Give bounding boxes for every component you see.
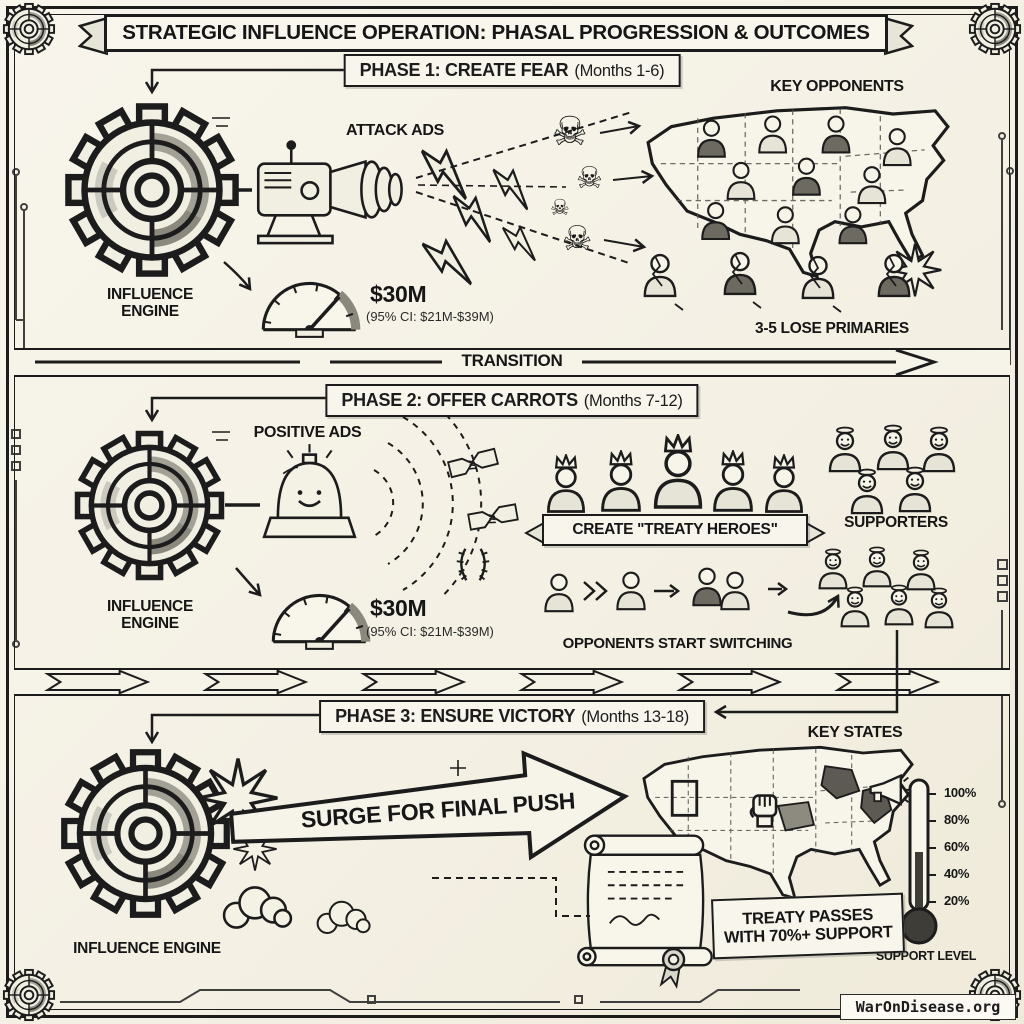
positive-ads-beacon-icon: [262, 444, 357, 539]
page-title: STRATEGIC INFLUENCE OPERATION: PHASAL PR…: [122, 20, 870, 44]
heroes-banner-tail-left: [524, 522, 544, 544]
influence-engine-label: INFLUENCE ENGINE: [107, 286, 193, 321]
losing-opponents-figures: [643, 242, 943, 313]
create-treaty-heroes-label: CREATE "TREATY HEROES": [572, 521, 778, 539]
transition-chevron-icon: [204, 670, 307, 694]
phase3-months: (Months 13-18): [581, 708, 689, 726]
scale-60: 60%: [944, 839, 970, 854]
lightning-bolt-icon: [496, 219, 547, 262]
skull-icon: ☠: [562, 219, 593, 259]
positive-ads-label: POSITIVE ADS: [253, 424, 362, 441]
phase3-header: PHASE 3: ENSURE VICTORY (Months 13-18): [319, 700, 705, 733]
create-treaty-heroes-banner: CREATE "TREATY HEROES": [542, 514, 808, 546]
support-thermometer-icon: [900, 778, 938, 945]
treaty-heroes-figures: [547, 434, 803, 513]
attack-ads-projector-icon: [256, 140, 403, 245]
transition-label: TRANSITION: [442, 351, 582, 371]
key-states-label: KEY STATES: [807, 724, 903, 741]
scale-80: 80%: [944, 812, 970, 827]
title-ribbon-tail-left: [78, 16, 108, 56]
lose-primaries-label: 3-5 LOSE PRIMARIES: [755, 320, 909, 337]
supporters-label: SUPPORTERS: [844, 514, 948, 531]
lightning-bolt-icon: [484, 160, 542, 211]
key-opponents-label: KEY OPPONENTS: [770, 78, 904, 95]
watermark-text: WarOnDisease.org: [855, 998, 1001, 1016]
skull-icon: ☠: [552, 109, 588, 155]
laurel-wreath-icon: [452, 546, 494, 584]
phase1-title: PHASE 1: CREATE FEAR: [359, 60, 569, 80]
phase2-months: (Months 7-12): [583, 392, 683, 410]
us-map-key-states: [628, 736, 928, 906]
treaty-scroll-icon: [577, 834, 713, 989]
budget-ci: (95% CI: $21M-$39M): [366, 624, 494, 639]
supporters-figures: [828, 424, 956, 515]
treaty-passes-banner: TREATY PASSES WITH 70%+ SUPPORT: [711, 892, 905, 960]
budget-gauge-icon: [252, 266, 367, 342]
corner-gear-icon: [2, 968, 56, 1022]
corner-gear-icon: [2, 2, 56, 56]
scale-20: 20%: [944, 893, 970, 908]
switching-figures: [544, 567, 789, 613]
lightning-bolt-icon: [411, 138, 484, 201]
smoke-puff-icon: [316, 898, 372, 936]
phase2-title: PHASE 2: OFFER CARROTS: [341, 390, 578, 410]
influence-engine-gear-icon: [62, 100, 242, 280]
scale-40: 40%: [944, 866, 970, 881]
phase2-header: PHASE 2: OFFER CARROTS (Months 7-12): [325, 384, 699, 417]
influence-engine-label: INFLUENCE ENGINE: [107, 598, 193, 633]
transition-chevron-icon: [362, 670, 465, 694]
budget-value: $30M: [370, 281, 427, 307]
transition-chevron-icon: [836, 670, 939, 694]
lightning-bolt-icon: [414, 230, 483, 286]
skull-icon: ☠: [550, 196, 570, 221]
opponents-switching-label: OPPONENTS START SWITCHING: [562, 635, 793, 652]
crack-lines: [651, 253, 897, 313]
influence-engine-gear-icon: [72, 428, 227, 583]
title-banner: STRATEGIC INFLUENCE OPERATION: PHASAL PR…: [104, 14, 888, 52]
surge-arrow: [229, 750, 630, 861]
skull-icon: ☠: [576, 161, 603, 196]
attack-ads-label: ATTACK ADS: [345, 122, 445, 139]
title-ribbon-tail-right: [884, 16, 914, 56]
watermark: WarOnDisease.org: [840, 994, 1016, 1020]
influence-engine-label: INFLUENCE ENGINE: [73, 940, 221, 957]
phase3-title: PHASE 3: ENSURE VICTORY: [335, 706, 576, 726]
budget-ci: (95% CI: $21M-$39M): [366, 309, 494, 324]
transition-chevron-icon: [46, 670, 149, 694]
phase1-header: PHASE 1: CREATE FEAR (Months 1-6): [343, 54, 681, 87]
heroes-banner-tail-right: [806, 522, 826, 544]
transition-chevron-icon: [678, 670, 781, 694]
new-supporters-figures: [818, 546, 954, 629]
corner-gear-icon: [968, 2, 1022, 56]
transition-chevron-row: [46, 670, 939, 694]
scale-100: 100%: [944, 785, 977, 800]
transition-chevron-icon: [520, 670, 623, 694]
budget-gauge-icon: [262, 578, 377, 654]
budget-value: $30M: [370, 595, 427, 621]
phase1-months: (Months 1-6): [574, 62, 665, 80]
